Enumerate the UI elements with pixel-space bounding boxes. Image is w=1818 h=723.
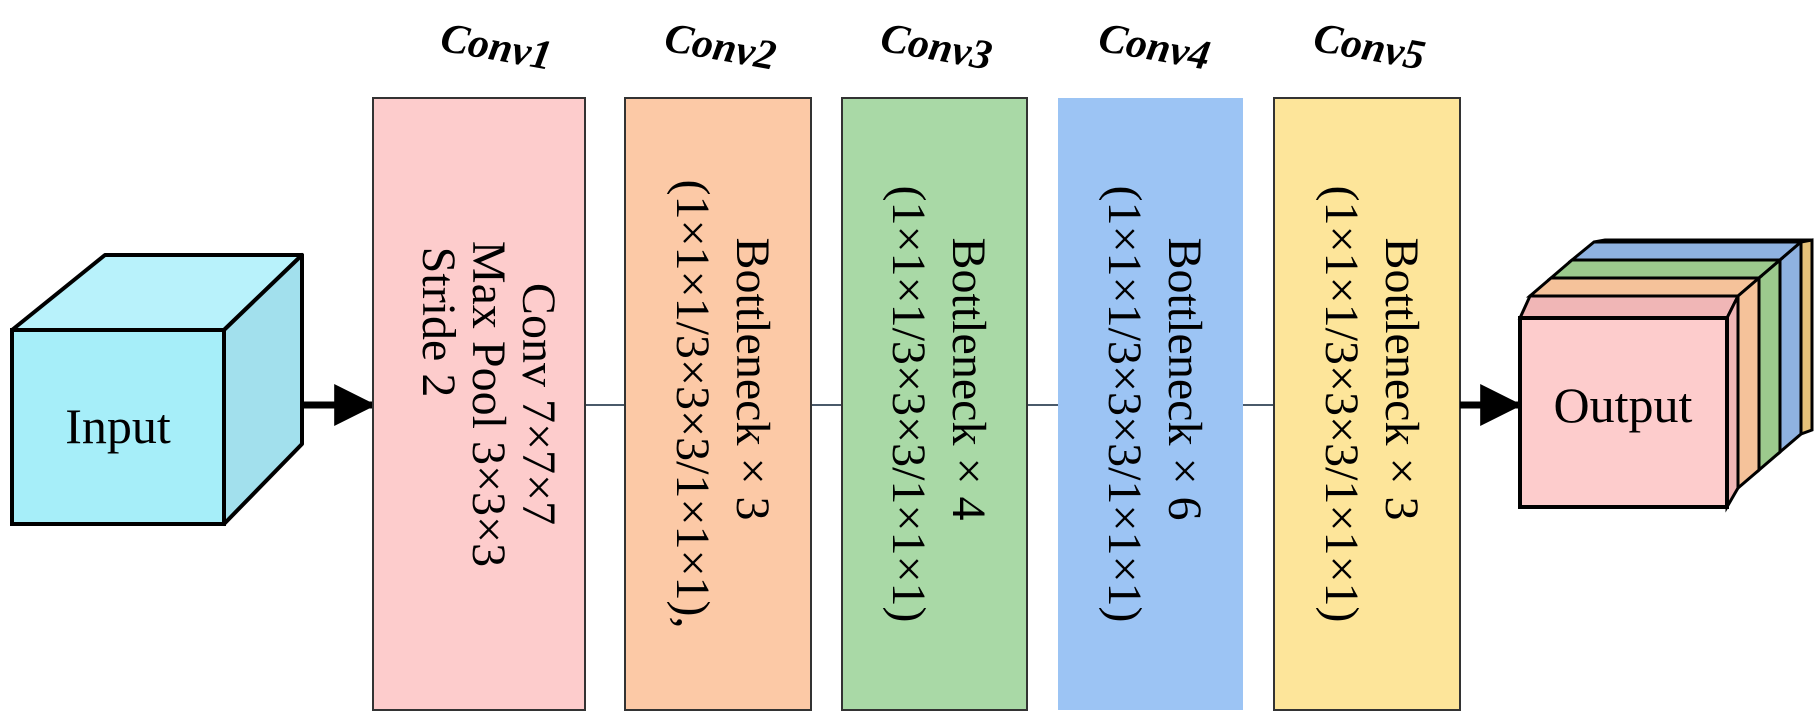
stage-block <box>841 97 1028 711</box>
stage-line: (1×1×1/3×3×3/1×1×1) <box>882 185 935 622</box>
input-label: Input <box>65 398 171 454</box>
stage-line: Bottleneck × 6 <box>1158 237 1211 520</box>
output-layer-side <box>1757 256 1782 474</box>
stage-block <box>624 97 812 711</box>
output-layer-top <box>1525 276 1764 298</box>
stage-conv2: Conv2 Bottleneck × 3 (1×1×1/3×3×3/1×1×1)… <box>624 15 812 711</box>
stage-block <box>372 97 586 711</box>
stage-line: Bottleneck × 3 <box>1375 237 1428 520</box>
stage-title: Conv5 <box>1310 15 1428 80</box>
output-cube-front <box>1518 316 1729 509</box>
stage-line: Stride 2 <box>412 247 465 398</box>
stage-line: Max Pool 3×3×3 <box>462 241 515 567</box>
stage-conv4: Conv4 Bottleneck × 6 (1×1×1/3×3×3/1×1×1) <box>1058 15 1243 710</box>
stage-line: (1×1×1/3×3×3/1×1×1) <box>1315 185 1368 622</box>
input-cube-front <box>10 328 226 526</box>
stage-line: (1×1×1/3×3×3/1×1×1), <box>666 179 719 628</box>
stage-conv5: Conv5 Bottleneck × 3 (1×1×1/3×3×3/1×1×1) <box>1273 15 1461 711</box>
stage-conv3: Conv3 Bottleneck × 4 (1×1×1/3×3×3/1×1×1) <box>841 15 1028 711</box>
output-layer-side <box>1799 238 1814 437</box>
stage-conv1: Conv1 Conv 7×7×7 Max Pool 3×3×3 Stride 2 <box>372 15 586 711</box>
output-label: Output <box>1554 377 1693 433</box>
stage-line: (1×1×1/3×3×3/1×1×1) <box>1098 185 1151 622</box>
stage-block <box>1058 98 1243 710</box>
stage-title: Conv4 <box>1095 15 1213 80</box>
stage-line: Bottleneck × 3 <box>726 237 779 520</box>
stage-title: Conv3 <box>877 15 995 80</box>
output-layer-top <box>1546 258 1785 280</box>
output-layer-top <box>1517 294 1741 320</box>
stage-block <box>1273 97 1461 711</box>
output-layer-side <box>1736 274 1761 492</box>
output-layer-side <box>1778 238 1803 456</box>
stage-line: Bottleneck × 4 <box>942 237 995 520</box>
output-layer-top <box>1567 240 1806 262</box>
stage-title: Conv1 <box>437 15 555 80</box>
stage-title: Conv2 <box>661 15 779 80</box>
input-cube: Input <box>10 253 304 526</box>
stage-line: Conv 7×7×7 <box>512 283 565 525</box>
output-cube: Output <box>1517 238 1814 513</box>
